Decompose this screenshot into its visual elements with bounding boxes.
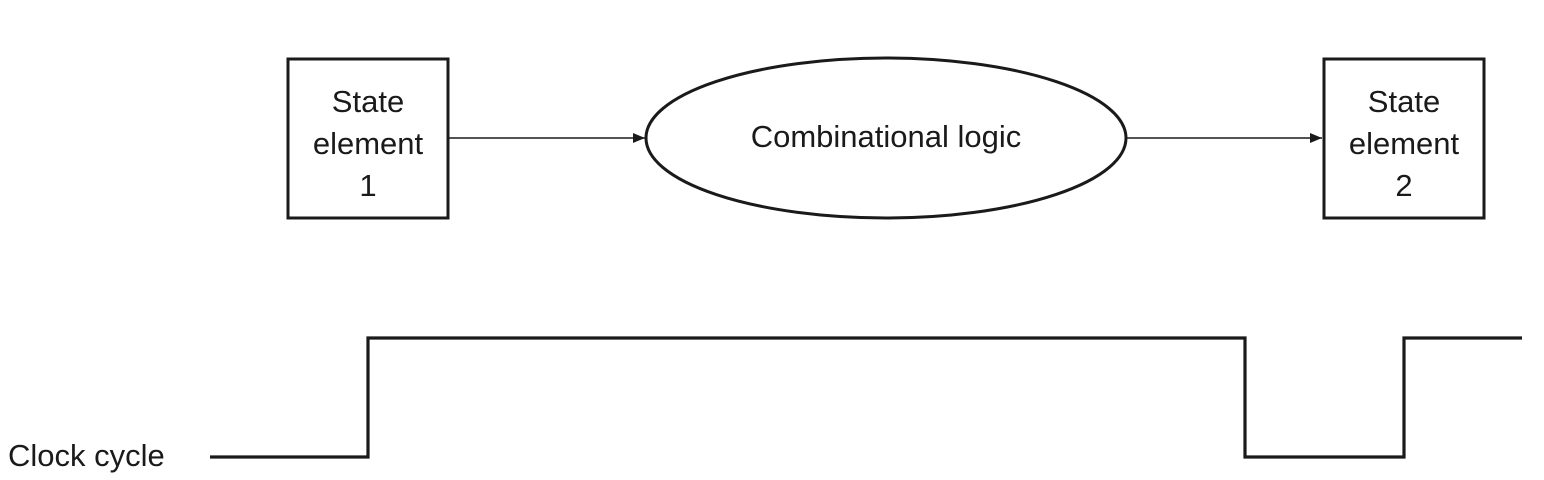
state-element-1-box [286, 57, 450, 220]
state-element-1-label-line3: 1 [359, 168, 376, 203]
combinational-logic: Combinational logic [644, 56, 1128, 220]
state-element-2-label-line3: 2 [1395, 168, 1412, 203]
state-element-1-label-line2: element [313, 126, 424, 161]
state-element-2-box [1322, 57, 1486, 220]
combinational-logic-label: Combinational logic [751, 119, 1022, 154]
state-element-2-label-line2: element [1349, 126, 1460, 161]
clock-waveform [210, 336, 1522, 459]
state-element-1-label-line1: State [332, 84, 404, 119]
state-element-2: State element 2 [1322, 57, 1486, 220]
clock-signal: Clock cycle [8, 336, 1522, 473]
clock-cycle-label: Clock cycle [8, 438, 165, 473]
state-element-1: State element 1 [286, 57, 450, 220]
state-element-2-label-line1: State [1368, 84, 1440, 119]
